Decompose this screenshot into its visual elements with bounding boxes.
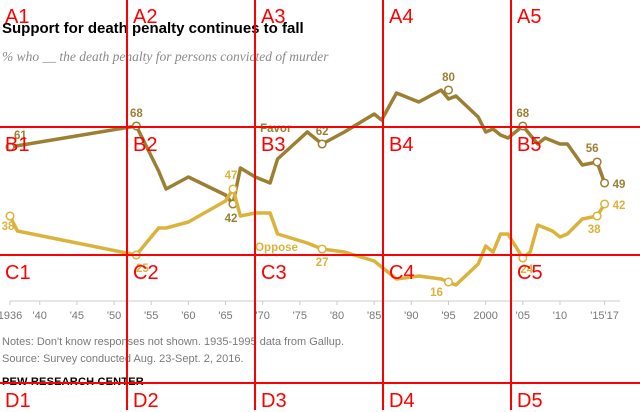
x-tick-label: '85 (367, 310, 381, 322)
data-label-favor: 56 (586, 143, 599, 155)
data-label-favor: 80 (442, 72, 455, 84)
x-tick-label: '65 (218, 310, 232, 322)
data-point-favor (443, 85, 454, 95)
data-label-oppose: 42 (613, 200, 626, 212)
data-label-oppose: 38 (588, 224, 601, 236)
data-label-favor: 62 (316, 126, 329, 138)
data-point-oppose (5, 211, 15, 221)
data-point-oppose (443, 277, 454, 287)
data-label-favor: 68 (516, 108, 529, 120)
data-point-favor (518, 121, 528, 131)
x-tick-label: '50 (107, 310, 121, 322)
chart-title: Support for death penalty continues to f… (2, 20, 304, 37)
x-tick-label: '45 (70, 310, 84, 322)
data-label-favor: 42 (225, 213, 238, 225)
data-point-favor (131, 121, 141, 131)
data-label-oppose: 27 (316, 257, 329, 269)
x-tick-label: 1936 (0, 310, 22, 322)
x-tick-label: '70 (256, 310, 270, 322)
data-point-favor (5, 142, 15, 152)
series-line-favor (9, 88, 607, 206)
x-tick-label: '80 (330, 310, 344, 322)
data-point-favor (600, 178, 610, 188)
data-label-oppose: 47 (225, 170, 238, 182)
data-label-favor: 49 (613, 179, 626, 191)
x-tick-label: '55 (144, 310, 158, 322)
data-label-favor: 68 (130, 108, 143, 120)
data-label-oppose: 16 (430, 287, 443, 299)
line-chart: 1936 '40 '45 '50 '55 '60 '65 '70 '75 '80 '85 '90 '95… (0, 72, 626, 322)
data-point-oppose (228, 184, 238, 194)
x-tick-label: '05 (516, 310, 530, 322)
data-point-oppose (317, 244, 327, 254)
chart-notes: Notes: Don't know responses not shown. 1… (2, 334, 344, 368)
data-point-oppose (518, 253, 528, 263)
x-tick-label: '15'17 (590, 310, 619, 322)
series-line-oppose (8, 187, 607, 287)
x-tick-label: '75 (293, 310, 307, 322)
data-point-favor (317, 139, 327, 149)
notes-line: Notes: Don't know responses not shown. 1… (2, 336, 345, 348)
organization-credit: PEW RESEARCH CENTER (2, 376, 144, 388)
x-tick-label: '40 (33, 310, 47, 322)
series-label-oppose: Oppose (255, 242, 298, 254)
x-tick-label: '10 (553, 310, 567, 322)
x-tick-label: '60 (181, 310, 195, 322)
data-point-favor (592, 157, 602, 167)
data-point-oppose (600, 199, 610, 209)
data-point-oppose (131, 250, 141, 260)
data-label-oppose: 25 (136, 263, 149, 275)
x-tick-label: '95 (441, 310, 455, 322)
data-label-favor: 61 (14, 130, 27, 142)
data-label-oppose: 38 (2, 221, 15, 233)
x-tick-label: '90 (404, 310, 418, 322)
data-point-oppose (592, 211, 602, 221)
series-label-favor: Favor (260, 123, 292, 135)
x-tick-label: 2000 (473, 310, 497, 322)
data-label-oppose: 24 (520, 264, 533, 276)
chart-subtitle: % who __ the death penalty for persons c… (2, 49, 329, 64)
source-line: Source: Survey conducted Aug. 23-Sept. 2… (2, 353, 244, 365)
